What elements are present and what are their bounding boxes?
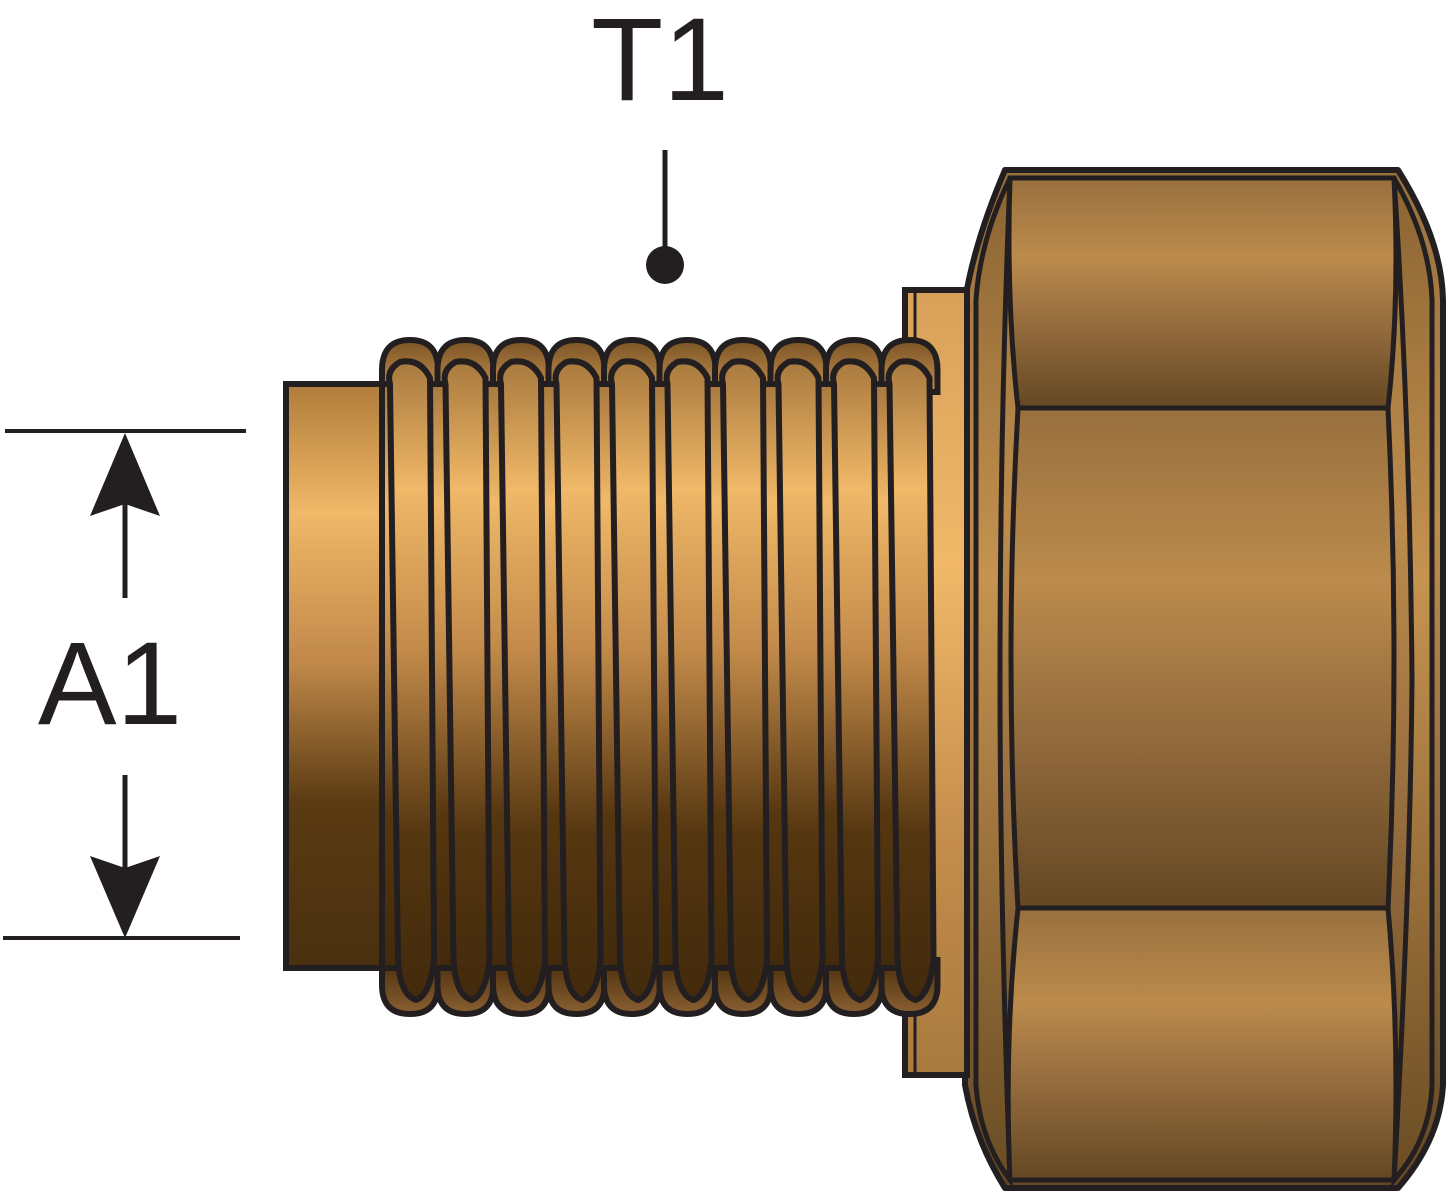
hex-middle-face: [1008, 405, 1397, 911]
hex-bottom-face: [1005, 905, 1399, 1183]
thread-ridge: [497, 358, 548, 1003]
thread-ridges: [386, 358, 937, 1003]
hex-top-face: [1006, 175, 1399, 411]
label-t1: T1: [591, 0, 729, 126]
hex-right-side-face: [1391, 176, 1435, 1187]
dimension-t1: T1: [591, 0, 729, 284]
thread-ridge: [885, 358, 937, 1003]
thread-ridge: [552, 358, 604, 1003]
hex-left-side-face: [973, 176, 1013, 1188]
hex-nut: [962, 167, 1446, 1191]
dimension-a1: A1: [3, 429, 246, 940]
leader-dot: [646, 246, 684, 284]
arrow-up-icon: [90, 433, 160, 516]
thread-ridge: [441, 358, 493, 1003]
arrow-down-icon: [90, 856, 160, 938]
thread-ridge: [663, 358, 715, 1003]
thread-ridge: [386, 358, 437, 1003]
fitting: [283, 167, 1446, 1191]
label-a1: A1: [38, 618, 182, 750]
thread-ridge: [774, 358, 826, 1003]
thread-ridge: [608, 358, 659, 1003]
thread-ridge: [719, 358, 770, 1003]
thread-ridge: [830, 358, 881, 1003]
pilot-end: [283, 381, 385, 971]
